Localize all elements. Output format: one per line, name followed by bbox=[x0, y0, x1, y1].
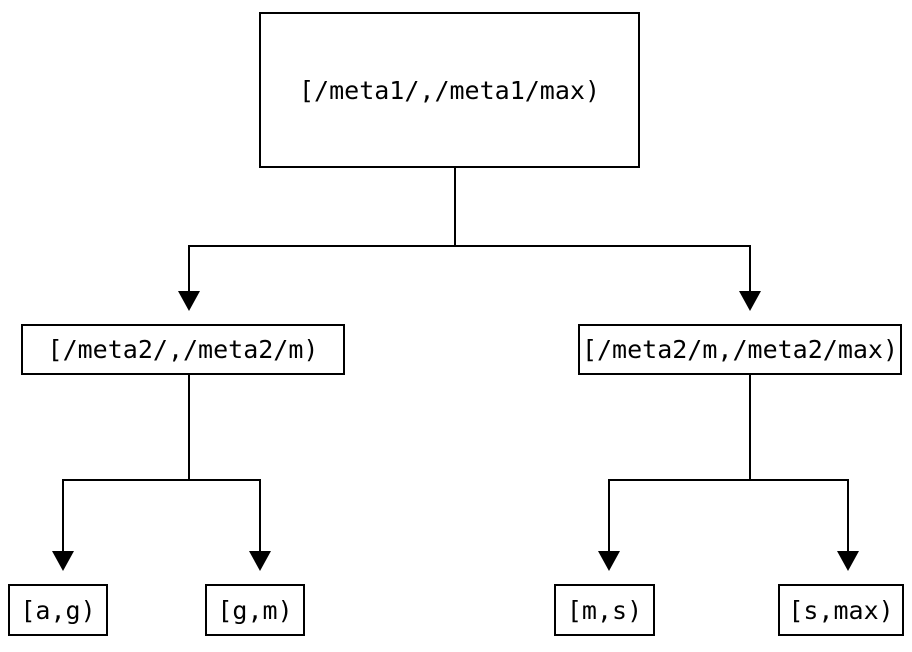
edge-mid-right-to-leaf-s-max bbox=[750, 479, 859, 571]
tree-node-leaf-g-m-label: [g,m) bbox=[217, 595, 293, 625]
arrowhead-icon bbox=[739, 291, 761, 311]
arrowhead-icon bbox=[249, 551, 271, 571]
tree-node-leaf-a-g[interactable]: [a,g) bbox=[8, 584, 108, 636]
tree-node-mid-left-label: [/meta2/,/meta2/m) bbox=[47, 335, 319, 364]
tree-node-leaf-s-max-label: [s,max) bbox=[788, 595, 894, 625]
tree-node-mid-right[interactable]: [/meta2/m,/meta2/max) bbox=[578, 324, 902, 375]
tree-node-leaf-s-max[interactable]: [s,max) bbox=[778, 584, 904, 636]
tree-node-root-label: [/meta1/,/meta1/max) bbox=[298, 75, 601, 105]
arrowhead-icon bbox=[52, 551, 74, 571]
edge-mid-left-to-leaf-g-m bbox=[189, 479, 271, 571]
tree-node-root[interactable]: [/meta1/,/meta1/max) bbox=[259, 12, 640, 168]
arrowhead-icon bbox=[837, 551, 859, 571]
arrowhead-icon bbox=[598, 551, 620, 571]
tree-node-leaf-a-g-label: [a,g) bbox=[20, 595, 96, 625]
tree-node-leaf-m-s[interactable]: [m,s) bbox=[554, 584, 655, 636]
edge-mid-left-to-leaf-a-g bbox=[52, 375, 190, 571]
edge-mid-right-to-leaf-m-s bbox=[598, 375, 751, 571]
edge-root-to-mid-right bbox=[455, 245, 761, 311]
tree-node-mid-left[interactable]: [/meta2/,/meta2/m) bbox=[21, 324, 345, 375]
tree-node-leaf-m-s-label: [m,s) bbox=[566, 595, 643, 625]
edge-root-to-mid-left bbox=[178, 168, 456, 311]
tree-node-leaf-g-m[interactable]: [g,m) bbox=[205, 584, 305, 636]
arrowhead-icon bbox=[178, 291, 200, 311]
tree-node-mid-right-label: [/meta2/m,/meta2/max) bbox=[581, 335, 899, 364]
